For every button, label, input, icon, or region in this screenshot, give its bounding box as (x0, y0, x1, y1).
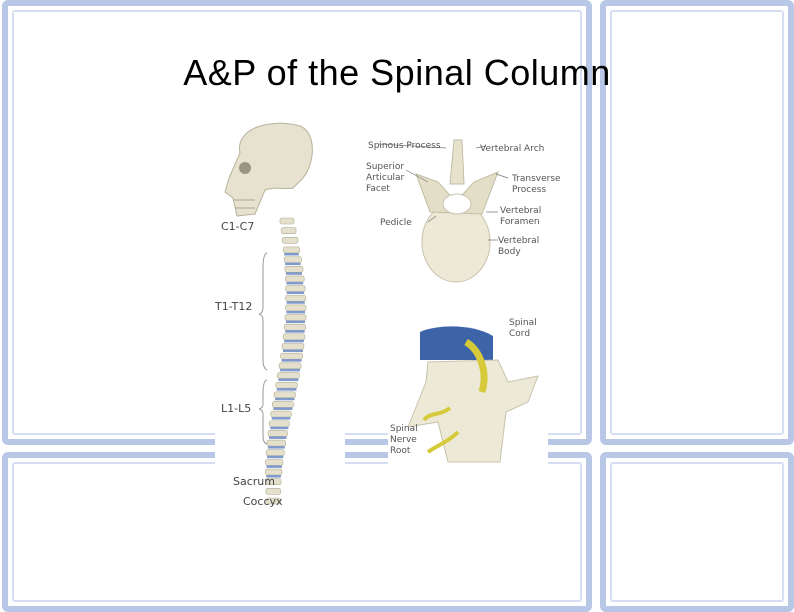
vertebra-shape (285, 294, 307, 302)
label-spinal-cord-2: Cord (509, 329, 531, 339)
vertebra-illustration (377, 139, 509, 283)
vertebra-shape (268, 420, 290, 428)
label-pedicle: Pedicle (380, 218, 412, 228)
disc-shape (284, 252, 299, 256)
vertebra-shape (278, 362, 302, 370)
vertebra-shape (277, 372, 300, 379)
vertebra-shape (282, 333, 306, 341)
label-spinal-nerve-root-2: Nerve (390, 435, 417, 445)
slide-title: A&P of the Spinal Column (183, 52, 611, 93)
vertebra-shape (283, 256, 302, 263)
disc-shape (271, 417, 291, 420)
vertebra-shape (267, 430, 288, 437)
vertebra-shape (266, 497, 281, 505)
label-transverse: Transverse (512, 174, 561, 184)
background-frame-bottom-right (600, 452, 794, 612)
skull-and-spine-illustration (224, 122, 313, 505)
label-thoracic: T1-T12 (215, 300, 253, 313)
label-lumbar: L1-L5 (221, 402, 252, 415)
vertebra-shape (265, 449, 285, 457)
disc-shape (276, 388, 297, 391)
disc-shape (280, 368, 301, 372)
disc-shape (285, 330, 305, 333)
vertebra-shape (273, 391, 296, 399)
spinal-segment-figure: Spinal Cord Spinal Nerve Root (388, 312, 548, 487)
disc-shape (281, 359, 302, 362)
label-sacrum: Sacrum (233, 475, 275, 488)
vertebra-shape (283, 323, 306, 331)
disc-shape (267, 455, 284, 459)
vertebra-shape (280, 227, 297, 234)
vertebra-shape (279, 217, 295, 225)
label-process: Process (512, 185, 547, 195)
label-vertebral-arch: Vertebral Arch (480, 144, 545, 154)
disc-shape (266, 465, 282, 468)
vertebra-shape (282, 246, 301, 254)
label-vertebral-foramen-2: Foramen (500, 217, 540, 227)
spinal-column-figure: C1-C7 T1-T12 L1-L5 Sacrum Coccyx (215, 118, 345, 518)
label-vertebral-foramen-1: Vertebral (500, 206, 542, 216)
label-spinal-cord-1: Spinal (509, 318, 537, 328)
vertebra-shape (285, 285, 306, 292)
disc-shape (268, 436, 287, 439)
vertebra-shape (272, 401, 294, 408)
vertebra-top-view-figure: Spinous Process Vertebral Arch Superior … (358, 132, 568, 287)
label-superior: Superior (366, 162, 405, 172)
disc-shape (285, 320, 306, 324)
disc-shape (273, 407, 293, 410)
label-spinal-nerve-root-3: Root (390, 446, 411, 456)
disc-shape (286, 310, 306, 314)
label-facet: Facet (366, 184, 390, 194)
vertebra-shape (275, 381, 298, 389)
disc-shape (286, 281, 304, 285)
vertebra-shape (284, 314, 307, 321)
disc-shape (285, 262, 301, 266)
vertebra-shape (265, 488, 281, 495)
disc-shape (278, 378, 299, 381)
label-vertebral-body-2: Body (498, 247, 521, 257)
disc-shape (284, 339, 304, 343)
vertebra-shape (281, 237, 299, 244)
spinal-segment-illustration (407, 326, 539, 463)
background-frame-top-right (600, 0, 794, 445)
disc-shape (275, 397, 295, 401)
vertebra-shape (270, 410, 292, 418)
vertebra-shape (265, 459, 284, 466)
disc-shape (270, 426, 289, 430)
label-vertebral-body-1: Vertebral (498, 236, 540, 246)
disc-shape (286, 301, 305, 304)
vertebra-shape (284, 265, 304, 273)
disc-shape (285, 272, 302, 275)
vertebra-shape (280, 352, 303, 360)
vertebra-shape (266, 439, 287, 447)
vertebra-shape (265, 478, 282, 485)
label-spinal-nerve-root-1: Spinal (390, 424, 418, 434)
vertebra-shape (285, 275, 305, 283)
disc-shape (267, 446, 285, 449)
disc-shape (266, 475, 281, 478)
label-spinous-process: Spinous Process (368, 141, 441, 151)
disc-shape (286, 291, 305, 295)
vertebra-shape (281, 343, 305, 350)
vertebra-shape (285, 304, 307, 312)
label-coccyx: Coccyx (243, 495, 283, 508)
label-cervical: C1-C7 (221, 220, 255, 233)
disc-shape (283, 349, 303, 353)
label-articular: Articular (366, 173, 405, 183)
